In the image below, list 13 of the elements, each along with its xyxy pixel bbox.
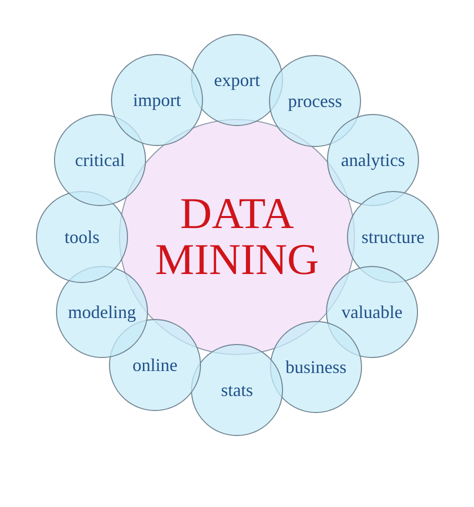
concept-label: stats bbox=[220, 380, 253, 400]
title-text: DATA MINING bbox=[154, 190, 320, 284]
concept-label: critical bbox=[75, 150, 125, 170]
concept-label: tools bbox=[64, 226, 100, 248]
concept-label: valuable bbox=[342, 302, 402, 322]
concept-label: structure bbox=[362, 226, 424, 248]
concept-label: modeling bbox=[68, 302, 136, 322]
concept-label: analytics bbox=[341, 150, 405, 170]
concept-label: online bbox=[132, 354, 178, 376]
concept-label: export bbox=[214, 70, 260, 90]
concept-label: import bbox=[133, 90, 181, 110]
concept-label: business bbox=[285, 356, 346, 378]
concept-label: process bbox=[288, 90, 342, 112]
